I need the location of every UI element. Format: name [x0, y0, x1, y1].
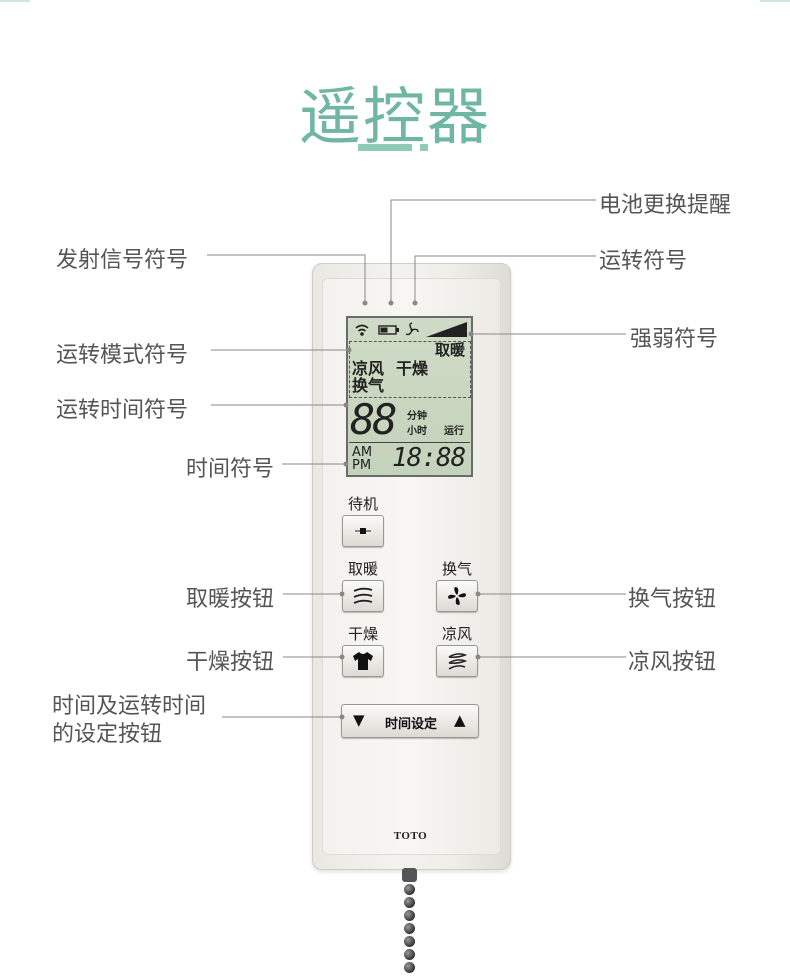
lcd-clock: 18:88	[392, 443, 466, 473]
callout-strength: 强弱符号	[630, 327, 719, 352]
callout-time: 时间符号	[186, 457, 275, 482]
title-underline	[358, 144, 412, 151]
heat-waves-icon	[353, 587, 373, 604]
lcd-screen	[346, 316, 473, 477]
cool-wind-icon	[448, 653, 468, 670]
callout-vent-button: 换气按钮	[628, 587, 717, 612]
mode-indicator-box	[349, 341, 471, 398]
chain-bead	[404, 897, 415, 908]
lcd-cool: 凉风	[352, 359, 385, 378]
chain-bead	[404, 884, 415, 895]
lcd-heat: 取暖	[435, 341, 466, 359]
callout-time-set-line1: 时间及运转时间	[52, 694, 207, 719]
callout-dry-button: 干燥按钮	[186, 650, 275, 675]
lcd-running: 运行	[444, 426, 464, 437]
callout-mode: 运转模式符号	[56, 343, 189, 368]
brand-logo: TOTO	[393, 830, 428, 842]
vent-label: 换气	[441, 560, 472, 578]
signal-icon	[355, 324, 369, 336]
fan-icon	[448, 587, 466, 605]
strength-level-icon	[426, 322, 467, 337]
battery-icon	[378, 325, 399, 335]
time-down-icon[interactable]: ▼	[353, 711, 365, 729]
chain-bead	[404, 923, 415, 934]
page-title: 遥控器	[298, 80, 491, 153]
lcd-run-time-digits: 88	[350, 395, 398, 444]
lcd-am: AM	[352, 445, 373, 460]
chain-bead	[404, 910, 415, 921]
heat-label: 取暖	[347, 560, 378, 578]
lcd-pm: PM	[352, 458, 372, 473]
standby-icon	[355, 528, 371, 534]
chain-clip	[402, 868, 417, 882]
standby-label: 待机	[347, 495, 378, 513]
callout-signal: 发射信号符号	[56, 248, 189, 273]
lcd-minute: 分钟	[407, 411, 427, 422]
lcd-vent: 换气	[352, 376, 385, 395]
callout-cool-button: 凉风按钮	[628, 650, 717, 675]
lcd-hour: 小时	[407, 426, 427, 437]
time-set-label: 时间设定	[384, 717, 437, 732]
standby-button[interactable]	[342, 515, 384, 547]
chain-bead	[404, 962, 415, 973]
callout-time-set-line2: 的设定按钮	[52, 722, 163, 747]
signal-leader	[207, 254, 366, 303]
lcd-dry: 干燥	[396, 359, 429, 378]
shirt-icon	[353, 652, 373, 670]
lcd-divider	[349, 442, 470, 443]
running-leader	[414, 255, 596, 303]
title-underline-dot	[420, 144, 428, 151]
chain-bead	[404, 949, 415, 960]
callout-run-time: 运转时间符号	[56, 398, 189, 423]
callout-heat-button: 取暖按钮	[186, 587, 275, 612]
fan-running-icon	[405, 322, 419, 336]
top-accent-right	[760, 0, 790, 2]
callout-running: 运转符号	[599, 249, 688, 274]
time-set-button[interactable]: ▼ 时间设定 ▲	[341, 704, 479, 738]
dry-label: 干燥	[347, 625, 378, 643]
cool-label: 凉风	[441, 625, 472, 643]
dry-button[interactable]	[342, 645, 384, 677]
heat-button[interactable]	[342, 580, 384, 612]
callout-battery: 电池更换提醒	[599, 193, 732, 218]
vent-button[interactable]	[436, 580, 478, 612]
battery-leader	[390, 199, 596, 303]
top-accent-left	[0, 0, 30, 2]
cool-button[interactable]	[436, 645, 478, 677]
time-up-icon[interactable]: ▲	[454, 711, 466, 729]
chain-bead	[404, 936, 415, 947]
